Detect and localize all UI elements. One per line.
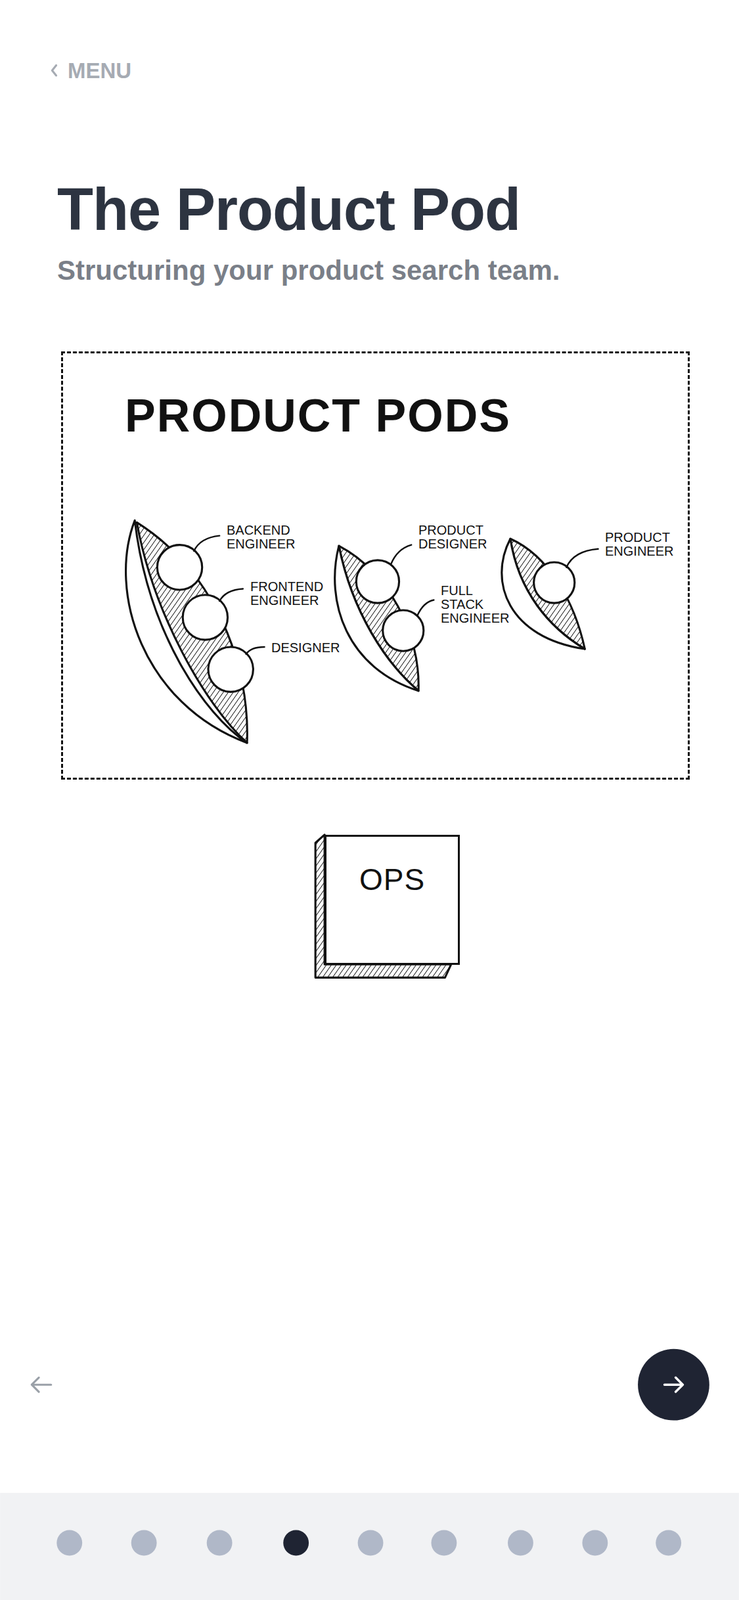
pod-shell — [501, 538, 585, 650]
leader-line — [193, 536, 220, 552]
page-dot — [582, 1530, 608, 1557]
pea-pod — [335, 545, 424, 692]
role-label: FULL STACK ENGINEER — [440, 583, 510, 626]
role-label: DESIGNER — [271, 641, 340, 655]
page-dot — [56, 1530, 83, 1557]
leader-line — [566, 549, 598, 568]
pea — [156, 545, 202, 590]
pea-pod — [126, 520, 254, 743]
bottom-bar — [0, 1493, 739, 1600]
next-button — [637, 1349, 710, 1421]
subtitle: Structuring your product search team. — [57, 256, 560, 285]
leader-line — [417, 600, 435, 616]
pea-pod — [501, 538, 585, 650]
pod-shell — [126, 520, 248, 743]
leader-lines — [193, 536, 598, 655]
page-dot — [507, 1530, 534, 1557]
role-label: PRODUCT ENGINEER — [604, 530, 674, 559]
page-dot-active — [283, 1530, 309, 1557]
menu-link: MENU — [67, 59, 132, 82]
page-dot — [206, 1530, 233, 1557]
box-label: OPS — [326, 864, 458, 895]
leader-line — [390, 545, 412, 565]
page-dot — [358, 1530, 384, 1557]
leader-line — [219, 588, 244, 602]
pea — [356, 560, 399, 604]
page-title: The Product Pod — [57, 179, 521, 240]
role-label: BACKEND ENGINEER — [226, 523, 295, 552]
pea — [182, 595, 228, 640]
role-label: FRONTEND ENGINEER — [250, 580, 324, 608]
page-dot — [655, 1530, 682, 1557]
pea — [382, 610, 424, 651]
pea — [534, 562, 575, 604]
pods-frame: PRODUCT PODS — [61, 351, 690, 780]
page-dot — [430, 1530, 457, 1557]
next-arrow — [664, 1377, 683, 1392]
role-label: PRODUCT DESIGNER — [418, 523, 487, 552]
ops-box: OPS — [324, 834, 460, 965]
leader-line — [246, 647, 265, 655]
page-dot — [131, 1530, 157, 1557]
prev-arrow — [31, 1377, 52, 1392]
frame-heading: PRODUCT PODS — [124, 392, 512, 439]
back-chevron — [51, 65, 56, 76]
